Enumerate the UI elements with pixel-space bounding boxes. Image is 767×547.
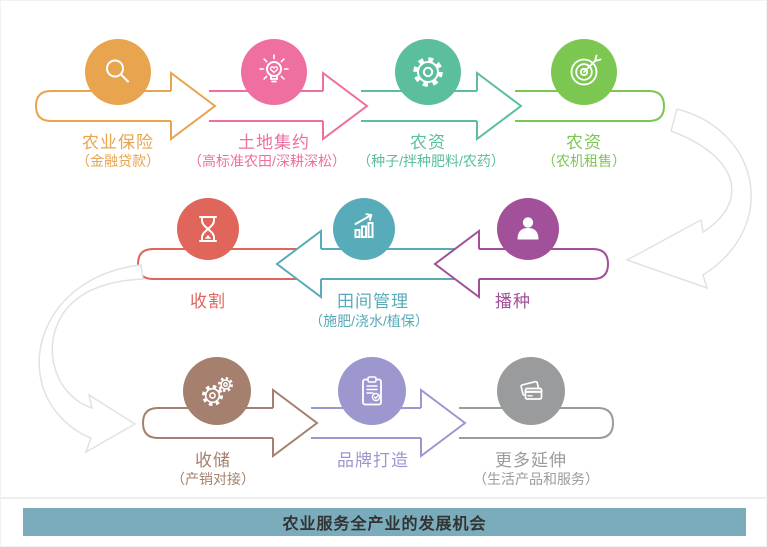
- banner-title: 农业服务全产业的发展机会: [282, 516, 487, 533]
- step-circle-harvest: [177, 198, 239, 260]
- step-label: 农业保险: [82, 133, 154, 152]
- row1-track: [34, 71, 666, 141]
- track-segment: [515, 90, 666, 122]
- title-banner: 农业服务全产业的发展机会: [23, 508, 746, 536]
- magnifier-icon: [106, 59, 129, 83]
- row3-track: [141, 388, 615, 458]
- step-circle-insurance: [85, 39, 151, 105]
- track-segment: [136, 248, 311, 280]
- hourglass-icon: [199, 216, 217, 242]
- step-label: 播种: [495, 292, 531, 311]
- step-circle-sowing: [497, 198, 559, 260]
- step-sublabel: （生活产品和服务）: [473, 471, 599, 487]
- step-label: 农资: [566, 133, 602, 152]
- arrow-right-icon: [476, 71, 523, 141]
- gears-icon: [201, 377, 233, 407]
- track-segment: [459, 407, 615, 439]
- arrow-right-icon: [420, 388, 467, 458]
- step-circle-machinery: [551, 39, 617, 105]
- step-circle-storage: [183, 357, 251, 425]
- row2-track: [136, 229, 610, 299]
- step-sublabel: （施肥/浇水/植保）: [309, 313, 429, 329]
- arrow-left-icon: [275, 229, 322, 299]
- track-segment: [34, 90, 172, 122]
- step-label: 田间管理: [337, 292, 409, 311]
- step-sublabel: （种子/拌种肥料/农药）: [357, 153, 505, 169]
- step-circle-field-management: [333, 198, 395, 260]
- arrow-right-icon: [272, 388, 319, 458]
- step-label: 收割: [190, 292, 226, 311]
- target-icon: [570, 54, 602, 86]
- growth-chart-icon: [354, 213, 374, 238]
- gear-icon: [413, 57, 443, 87]
- curved-connector-arrow-icon: [625, 108, 752, 290]
- step-label: 品牌打造: [337, 451, 409, 470]
- step-label: 土地集约: [238, 133, 310, 152]
- step-sublabel: （金融贷款）: [76, 153, 160, 169]
- step-circle-extensions: [497, 357, 565, 425]
- step-circle-land: [241, 39, 307, 105]
- step-label: 收储: [195, 451, 231, 470]
- arrow-left-icon: [433, 229, 480, 299]
- step-sublabel: （高标准农田/深耕深松）: [188, 153, 346, 169]
- step-label: 农资: [410, 133, 446, 152]
- step-label: 更多延伸: [495, 451, 567, 470]
- arrow-right-icon: [322, 71, 369, 141]
- track-segment: [141, 407, 273, 439]
- lightbulb-icon: [259, 54, 289, 83]
- curved-connector-arrow-icon: [38, 264, 144, 454]
- cards-icon: [520, 380, 543, 400]
- step-circle-branding: [338, 357, 406, 425]
- arrow-right-icon: [170, 71, 217, 141]
- clipboard-icon: [362, 376, 382, 406]
- step-sublabel: （产销对接）: [171, 471, 255, 487]
- step-circle-agri-inputs: [395, 39, 461, 105]
- person-icon: [517, 217, 539, 240]
- track-segment: [479, 248, 610, 280]
- step-sublabel: （农机租售）: [542, 153, 626, 169]
